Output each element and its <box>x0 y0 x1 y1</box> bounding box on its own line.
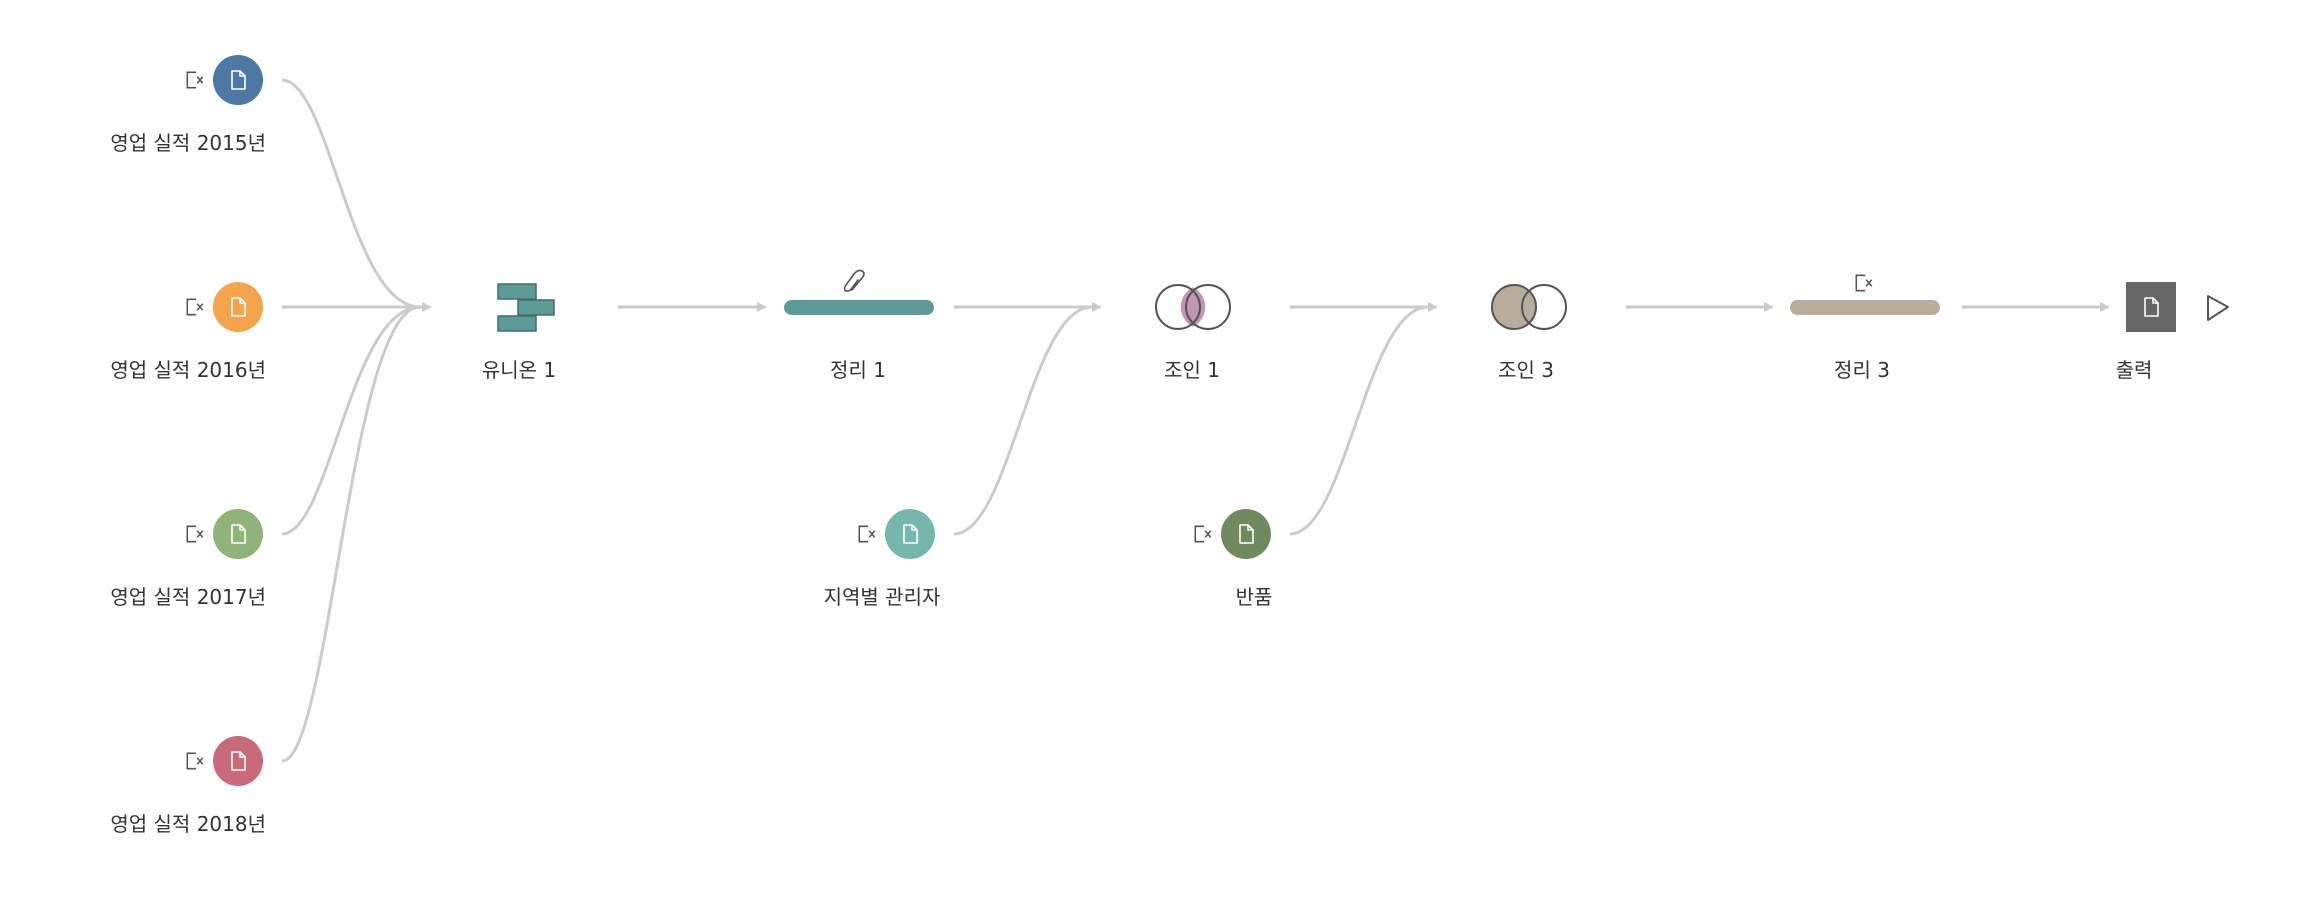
link-2015-to-union <box>281 78 421 309</box>
input-node-label: 영업 실적 2015년 <box>110 131 266 155</box>
input-node-label: 영업 실적 2018년 <box>110 812 266 836</box>
remove-field-icon <box>1194 525 1212 543</box>
input-node-sales-2015[interactable]: 영업 실적 2015년 <box>110 55 266 155</box>
join-node-3[interactable]: 조인 3 <box>1491 284 1567 382</box>
input-node-circle[interactable] <box>213 736 263 786</box>
input-node-circle[interactable] <box>213 282 263 332</box>
link-returns-to-join3 <box>1289 305 1429 536</box>
link-2018-to-union <box>281 305 421 763</box>
input-node-circle[interactable] <box>1221 509 1271 559</box>
input-node-sales-2016[interactable]: 영업 실적 2016년 <box>110 282 266 382</box>
output-node[interactable]: 출력 <box>2116 282 2176 382</box>
remove-field-icon <box>858 525 876 543</box>
output-node-label: 출력 <box>2116 358 2153 382</box>
output-node-box[interactable] <box>2126 282 2176 332</box>
remove-field-icon <box>186 525 204 543</box>
clean-node-label: 정리 3 <box>1834 358 1890 382</box>
join-node-label: 조인 3 <box>1498 358 1554 382</box>
paperclip-icon <box>843 269 865 292</box>
input-node-label: 영업 실적 2017년 <box>110 585 266 609</box>
input-node-circle[interactable] <box>213 55 263 105</box>
input-node-label: 지역별 관리자 <box>824 585 941 609</box>
input-node-circle[interactable] <box>213 509 263 559</box>
clean-node-label: 정리 1 <box>830 358 886 382</box>
connectors <box>281 78 2110 763</box>
input-node-sales-2018[interactable]: 영업 실적 2018년 <box>110 736 266 836</box>
remove-field-icon <box>186 752 204 770</box>
clean-node-1[interactable]: 정리 1 <box>784 269 934 382</box>
join-icon <box>1491 284 1567 330</box>
join-node-1[interactable]: 조인 1 <box>1155 284 1231 382</box>
input-node-returns[interactable]: 반품 <box>1194 509 1273 609</box>
join-icon <box>1155 284 1231 330</box>
remove-field-icon <box>1855 274 1873 292</box>
join-node-label: 조인 1 <box>1164 358 1220 382</box>
remove-field-icon <box>186 298 204 316</box>
clean-step-bar[interactable] <box>1790 300 1940 315</box>
clean-node-3[interactable]: 정리 3 <box>1790 274 1940 382</box>
input-node-sales-2017[interactable]: 영업 실적 2017년 <box>110 509 266 609</box>
input-node-label: 반품 <box>1236 585 1273 609</box>
input-node-circle[interactable] <box>885 509 935 559</box>
link-2017-to-union <box>281 305 421 536</box>
union-node[interactable]: 유니온 1 <box>482 283 556 382</box>
union-icon <box>497 283 555 332</box>
link-region-to-join1 <box>953 305 1093 536</box>
play-icon[interactable] <box>2207 295 2229 321</box>
remove-field-icon <box>186 71 204 89</box>
union-node-label: 유니온 1 <box>482 358 556 382</box>
input-node-region-managers[interactable]: 지역별 관리자 <box>824 509 941 609</box>
clean-step-bar[interactable] <box>784 300 934 315</box>
input-node-label: 영업 실적 2016년 <box>110 358 266 382</box>
